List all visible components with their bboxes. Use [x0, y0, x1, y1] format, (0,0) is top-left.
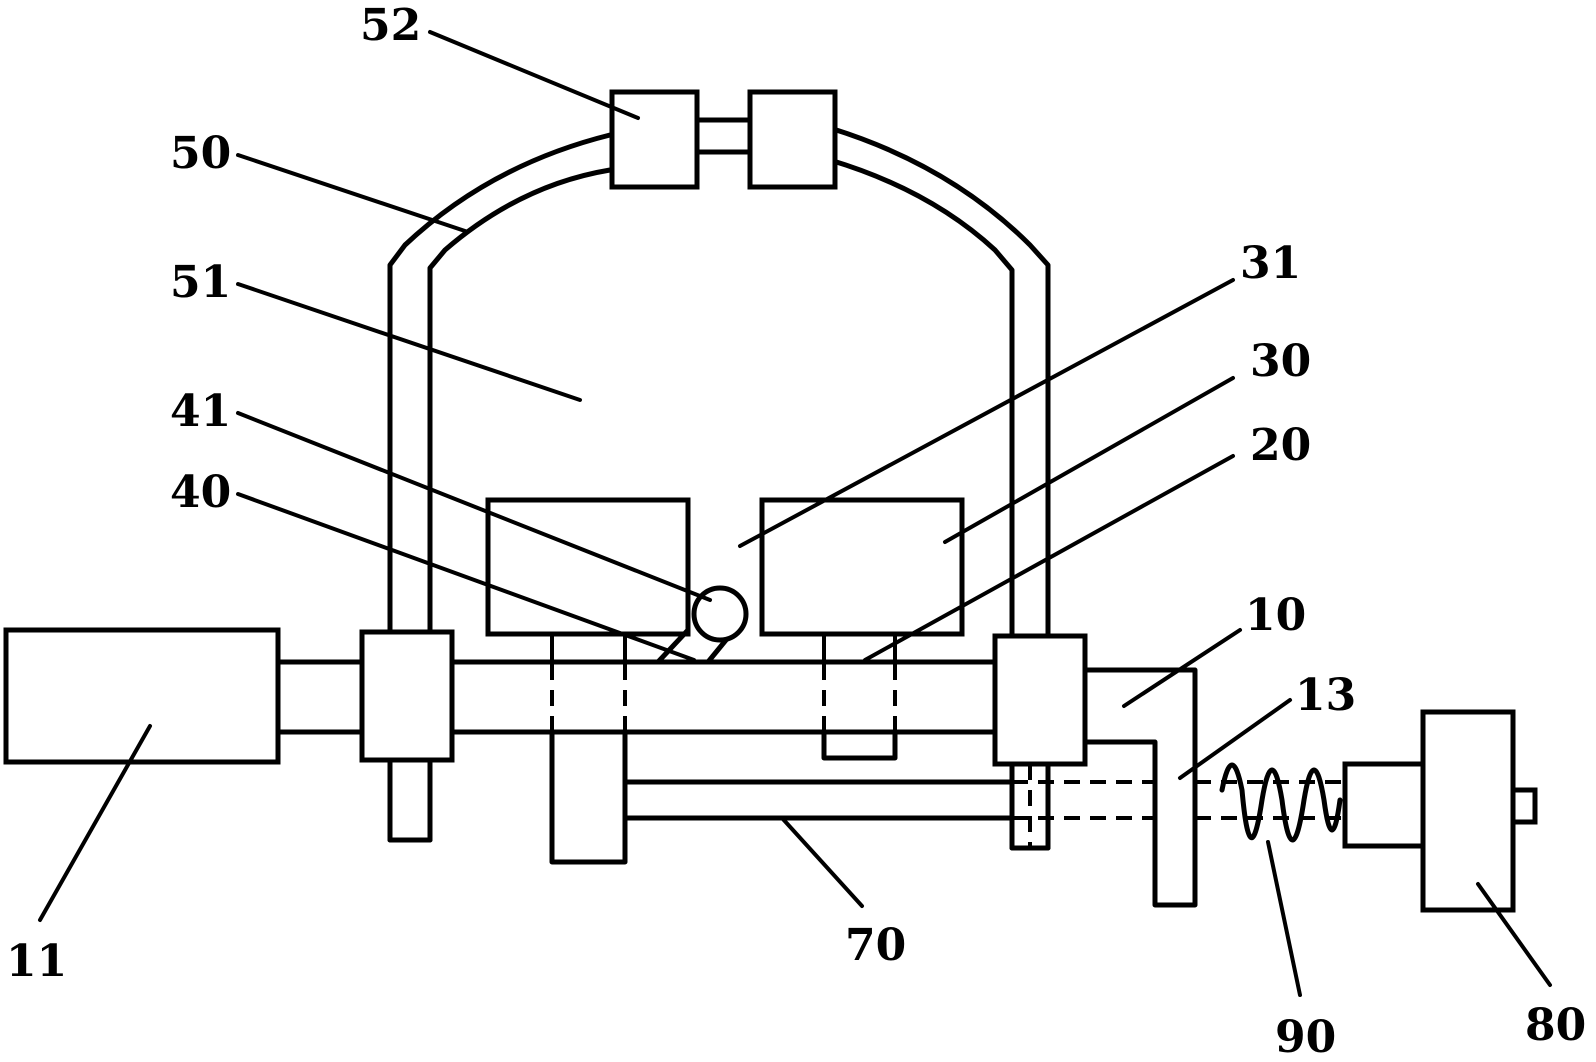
label-41: 41 [170, 386, 231, 437]
component-20 [821, 632, 898, 761]
right-clamp-block [992, 633, 1088, 767]
spring-90 [1219, 762, 1343, 843]
label-50: 50 [170, 128, 231, 179]
left-support [549, 632, 628, 865]
label-52: 52 [360, 0, 421, 51]
arch-frame-50 [387, 125, 1051, 851]
component-30 [485, 497, 965, 637]
label-80: 80 [1525, 1000, 1586, 1051]
leader-lines [38, 30, 1552, 997]
main-beam [449, 659, 998, 735]
label-13: 13 [1295, 670, 1356, 721]
rod-70 [622, 764, 1345, 846]
label-30: 30 [1250, 336, 1311, 387]
left-clamp-block [359, 629, 455, 763]
block-80 [1342, 709, 1538, 913]
label-31: 31 [1240, 238, 1301, 289]
label-20: 20 [1250, 420, 1311, 471]
top-coupling-52 [609, 89, 838, 190]
label-90: 90 [1275, 1012, 1336, 1062]
label-40: 40 [170, 467, 231, 518]
part-labels: 52 50 51 41 40 31 30 20 10 13 11 70 90 8… [6, 0, 1586, 1062]
label-10: 10 [1245, 590, 1306, 641]
label-11: 11 [6, 936, 67, 987]
label-51: 51 [170, 257, 231, 308]
label-70: 70 [845, 920, 906, 971]
ball-41 [655, 585, 749, 665]
motor-11 [3, 627, 365, 765]
frame-10 [1082, 667, 1198, 908]
